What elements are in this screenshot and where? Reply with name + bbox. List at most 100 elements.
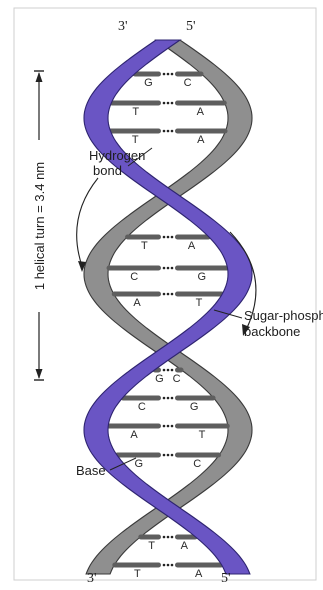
bottom-left-end-label: 3' [87, 571, 97, 586]
hydrogen-bond-dot [171, 130, 174, 133]
base-letter-right: G [190, 401, 199, 413]
backbone-label-line2: backbone [244, 324, 300, 339]
base-pair-right-bar [175, 129, 228, 134]
hydrogen-bond-dot [171, 536, 174, 539]
hydrogen-bond-dot [167, 564, 170, 567]
base-pair-left-bar [138, 535, 161, 540]
base-pair-left-bar [120, 396, 161, 401]
base-letter-left: T [141, 240, 148, 252]
hydrogen-bond-label-line2: bond [93, 163, 122, 178]
hydrogen-bond-dot [163, 536, 166, 539]
hydrogen-bond-dot [163, 267, 166, 270]
hydrogen-bond-dot [171, 293, 174, 296]
base-letter-left: G [135, 458, 144, 470]
base-pair-right-bar [175, 563, 224, 568]
hydrogen-bond-dot [163, 369, 166, 372]
hydrogen-bond-label-line1: Hydrogen [89, 148, 145, 163]
base-letter-right: A [195, 568, 203, 580]
base-letter-right: T [199, 429, 206, 441]
hydrogen-bond-dot [171, 425, 174, 428]
hydrogen-bond-dot [171, 73, 174, 76]
hydrogen-bond-dot [171, 564, 174, 567]
base-pair-right-bar [175, 368, 184, 373]
hydrogen-bond-dot [171, 369, 174, 372]
base-pair-left-bar [109, 101, 161, 106]
base-pair-left-bar [115, 453, 161, 458]
hydrogen-bond-dot [163, 454, 166, 457]
base-pair-right-bar [175, 453, 221, 458]
hydrogen-bond-dot [163, 236, 166, 239]
hydrogen-bond-dot [167, 267, 170, 270]
hydrogen-bond-dot [171, 267, 174, 270]
base-letter-left: T [132, 106, 139, 118]
base-label: Base [76, 463, 106, 478]
base-pair-right-bar [175, 72, 204, 77]
base-pair-right-bar [175, 101, 227, 106]
base-letter-right: C [193, 458, 201, 470]
hydrogen-bond-dot [167, 397, 170, 400]
hydrogen-bond-dot [171, 454, 174, 457]
turn-up-arrowhead [36, 72, 43, 82]
base-letter-left: A [133, 297, 141, 309]
top-right-end-label: 5' [186, 19, 196, 34]
base-letter-left: T [148, 540, 155, 552]
bottom-right-end-label: 5' [221, 571, 231, 586]
base-letter-left: T [134, 568, 141, 580]
base-letter-right: C [173, 373, 181, 385]
base-letter-right: A [188, 240, 196, 252]
hydrogen-bond-dot [167, 130, 170, 133]
base-letter-left: C [130, 271, 138, 283]
base-letter-right: A [197, 106, 205, 118]
base-pair-right-bar [175, 292, 224, 297]
base-letter-right: A [197, 134, 205, 146]
base-pair-right-bar [175, 424, 230, 429]
hydrogen-bond-dot [163, 425, 166, 428]
base-pair: CG [120, 396, 215, 414]
hydrogen-bond-dot [163, 564, 166, 567]
hydrogen-bond-dot [167, 454, 170, 457]
hydrogen-bond-dot [163, 397, 166, 400]
base-letter-left: A [130, 429, 138, 441]
hydrogen-bond-dot [167, 536, 170, 539]
base-pair-right-bar [175, 396, 216, 401]
base-pair-left-bar [108, 129, 161, 134]
helical-turn-marker: 1 helical turn = 3.4 nm [32, 71, 47, 380]
backbone-label-line1: Sugar-phosphate [244, 308, 323, 323]
base-pair: GC [115, 453, 221, 471]
top-left-end-label: 3' [118, 19, 128, 34]
hydrogen-bond-dot [163, 130, 166, 133]
base-letter-left: G [144, 77, 153, 89]
helical-turn-label: 1 helical turn = 3.4 nm [32, 162, 47, 290]
turn-down-arrowhead [36, 369, 43, 379]
base-letter-left: T [132, 134, 139, 146]
hydrogen-bond-dot [167, 73, 170, 76]
base-pair-left-bar [112, 563, 161, 568]
base-pair-left-bar [106, 424, 161, 429]
hydrogen-bond-dot [167, 369, 170, 372]
base-letter-right: G [198, 271, 207, 283]
hydrogen-bond-dot [171, 102, 174, 105]
base-pair-right-bar [175, 266, 229, 271]
hydrogen-bond-dot [163, 293, 166, 296]
hydrogen-bond-dot [167, 236, 170, 239]
hydrogen-bond-dot [167, 425, 170, 428]
base-pair-left-bar [107, 266, 161, 271]
base-letter-right: C [184, 77, 192, 89]
hydrogen-bond-dot [171, 397, 174, 400]
hydrogen-bond-dot [163, 73, 166, 76]
base-pair: TA [125, 235, 211, 253]
hydrogen-bond-dot [163, 102, 166, 105]
base-letter-right: T [196, 297, 203, 309]
base-letter-left: G [155, 373, 164, 385]
